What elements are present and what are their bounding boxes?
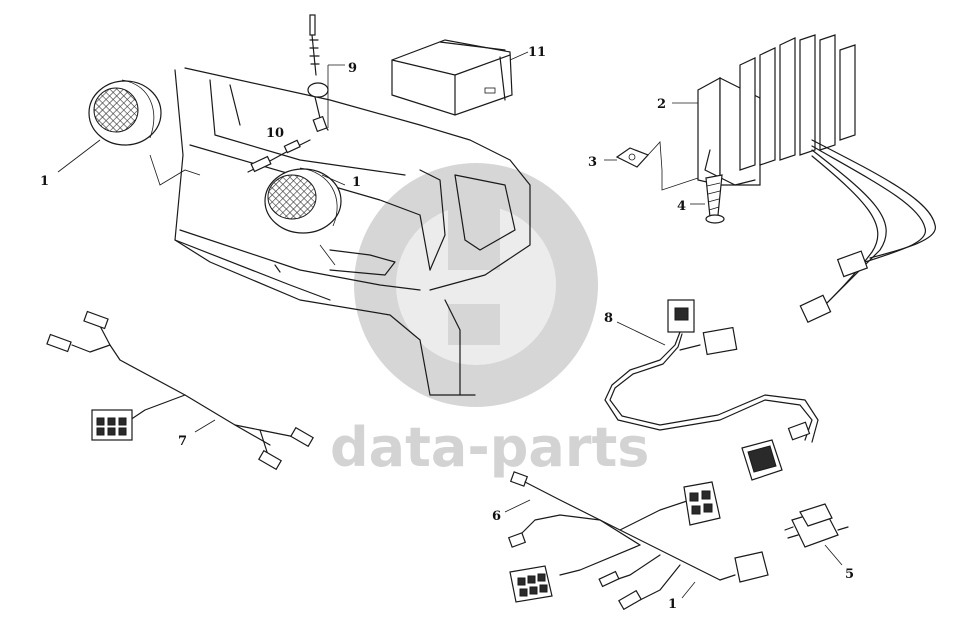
callout-antenna: 9: [348, 61, 357, 76]
antenna-lead: [247, 139, 311, 173]
harness-6: [507, 471, 769, 611]
antenna: [307, 14, 329, 133]
harness-8: [604, 299, 819, 481]
harness-7: [46, 310, 314, 471]
watermark-text: data-parts: [330, 416, 649, 479]
callout-relay: 5: [845, 567, 854, 582]
callout-clip: 3: [588, 155, 597, 170]
callout-lamp-left: 1: [40, 174, 49, 189]
callout-harness-6: 6: [492, 509, 501, 524]
lamp-center: [264, 167, 342, 234]
callout-radio: 11: [528, 45, 546, 60]
clip: [615, 141, 699, 191]
screw: [705, 174, 725, 224]
callout-harness-bottom: 1: [668, 597, 677, 612]
radio: [391, 39, 513, 116]
callout-antenna-lead: 10: [266, 126, 284, 141]
watermark: data-parts: [330, 163, 649, 479]
callout-harness-7: 7: [178, 434, 187, 449]
flasher-wiring: [799, 139, 936, 324]
lamp-left: [88, 79, 162, 146]
callout-harness-8: 8: [604, 311, 613, 326]
vehicle-body: [149, 67, 531, 396]
callout-lamp-center: 1: [352, 175, 361, 190]
callout-screw: 4: [677, 199, 686, 214]
relay: [784, 503, 849, 548]
flasher-unit: [697, 34, 856, 186]
callout-flasher-unit: 2: [657, 97, 666, 112]
